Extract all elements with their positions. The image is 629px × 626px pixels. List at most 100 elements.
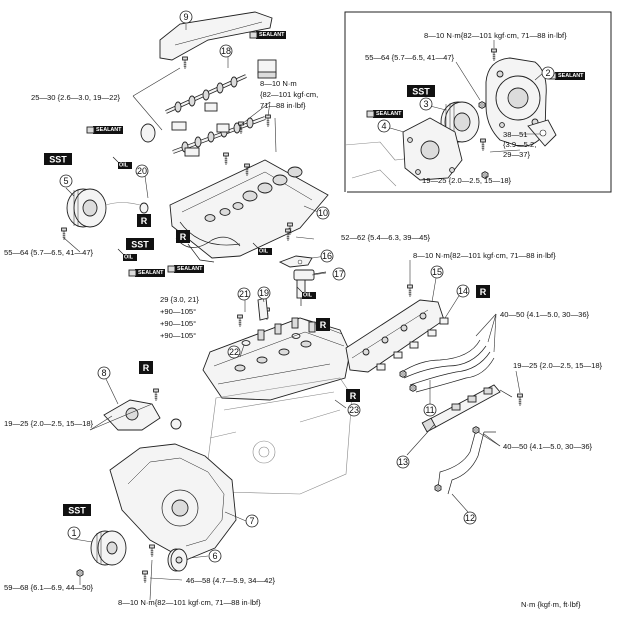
head-gasket-seal	[175, 236, 241, 263]
sst-badge-inset: SST	[407, 85, 435, 97]
callout-6: 6	[208, 549, 222, 563]
svg-text:5: 5	[63, 176, 68, 186]
oil-can-icon: OIL	[117, 248, 137, 261]
sealant-oil-tags: SEALANT SEALANT SEALANT SEALANT SEALANT …	[86, 31, 585, 299]
torque-label: 46—58 {4.7—5.9, 34—42}	[186, 576, 276, 585]
svg-text:4: 4	[381, 121, 386, 131]
svg-text:R: R	[141, 216, 148, 226]
inset-pump-body	[402, 117, 463, 181]
callout-11: 11	[423, 403, 437, 417]
sst-badge-center: SST	[126, 238, 154, 250]
badges: SST SST R SST R R R R	[44, 85, 490, 516]
svg-text:6: 6	[212, 551, 217, 561]
sst-badge-upper-left: SST	[44, 153, 72, 165]
svg-text:SEALANT: SEALANT	[558, 73, 584, 79]
torque-label: 8—10 N·m{82—101 kgf·cm, 71—88 in·lbf}	[413, 251, 556, 260]
camshaft-assembly	[140, 59, 277, 157]
svg-text:18: 18	[221, 46, 231, 56]
intake-manifold-15	[345, 299, 445, 373]
svg-text:10: 10	[318, 208, 328, 218]
camshaft-pulley-5	[66, 188, 149, 228]
torque-label: 55—64 {5.7—6.5, 41—47}	[365, 53, 455, 62]
svg-text:11: 11	[425, 405, 434, 415]
svg-text:13: 13	[398, 457, 408, 467]
svg-text:14: 14	[458, 286, 468, 296]
torque-label: +90—105°	[160, 307, 196, 316]
oil-can-icon: OIL	[112, 156, 132, 169]
r-badge-head-seal: R	[176, 230, 190, 243]
callout-2: 2	[541, 66, 555, 80]
svg-text:15: 15	[432, 267, 442, 277]
svg-text:R: R	[180, 232, 187, 242]
svg-text:R: R	[143, 363, 150, 373]
callout-20: 20	[135, 164, 149, 178]
svg-text:SEALANT: SEALANT	[376, 111, 402, 117]
svg-text:SST: SST	[49, 155, 67, 165]
torque-labels: 25—30 {2.6—3.0, 19—22} 8—10 N·m {82—101 …	[4, 31, 603, 609]
part-callouts: 1 2 3 4 5 6 7 8 9 10 11 12 13 14 15 16 1…	[59, 10, 555, 563]
svg-text:21: 21	[239, 289, 249, 299]
r-badge-20: R	[137, 214, 151, 227]
callout-12: 12	[463, 511, 477, 525]
torque-label: {82—101 kgf·cm,	[260, 90, 318, 99]
leader-lines	[63, 24, 544, 601]
sealant-tube-icon: SEALANT	[249, 31, 286, 39]
oil-can-icon: OIL	[252, 242, 272, 255]
svg-text:2: 2	[545, 68, 550, 78]
callout-5: 5	[59, 174, 73, 188]
svg-text:OIL: OIL	[303, 293, 313, 299]
sealant-tube-icon: SEALANT	[86, 126, 123, 134]
r-badge-14: R	[476, 285, 490, 298]
callout-15: 15	[430, 265, 444, 279]
sealant-tube-icon: SEALANT	[548, 72, 585, 80]
torque-label: 59—68 {6.1—6.9, 44—50}	[4, 583, 94, 592]
units-note: N·m {kgf·m, ft·lbf}	[521, 600, 581, 609]
svg-text:OIL: OIL	[119, 163, 129, 169]
svg-text:OIL: OIL	[259, 249, 269, 255]
torque-label: 19—25 {2.0—2.5, 15—18}	[4, 419, 94, 428]
sealant-tube-icon: SEALANT	[366, 110, 403, 118]
svg-text:22: 22	[229, 347, 239, 357]
callout-22: 22	[227, 345, 241, 359]
svg-text:20: 20	[137, 166, 147, 176]
svg-text:19: 19	[259, 288, 269, 298]
torque-label: 55—64 {5.7—6.5, 41—47}	[4, 248, 94, 257]
svg-text:9: 9	[183, 12, 188, 22]
svg-text:SEALANT: SEALANT	[96, 127, 122, 133]
svg-text:R: R	[480, 287, 487, 297]
callout-21: 21	[237, 287, 251, 301]
sealant-tube-icon: SEALANT	[128, 269, 165, 277]
svg-text:SST: SST	[412, 87, 430, 97]
svg-text:SEALANT: SEALANT	[259, 32, 285, 38]
svg-text:R: R	[320, 320, 327, 330]
callout-13: 13	[396, 455, 410, 469]
torque-label: +90—105°	[160, 319, 196, 328]
idler-pulley-6	[167, 548, 188, 572]
torque-label: 19—25 {2.0—2.5, 15—18}	[422, 176, 512, 185]
svg-text:23: 23	[349, 405, 359, 415]
callout-7: 7	[245, 514, 259, 528]
callout-16: 16	[320, 249, 334, 263]
torque-label: 52—62 {5.4—6.3, 39—45}	[341, 233, 431, 242]
callout-10: 10	[316, 206, 330, 220]
crankshaft-pulley-1	[90, 530, 127, 566]
callout-14: 14	[456, 284, 470, 298]
fuel-pipes-12	[434, 426, 496, 495]
svg-text:SST: SST	[131, 240, 149, 250]
injection-pipes-11	[399, 339, 495, 393]
svg-text:12: 12	[465, 513, 475, 523]
sst-badge-lower: SST	[63, 504, 91, 516]
svg-text:16: 16	[322, 251, 332, 261]
callout-4: 4	[377, 119, 391, 133]
svg-text:1: 1	[71, 528, 76, 538]
torque-label: {3.9—5.2,	[503, 140, 536, 149]
timing-belt-tensioner-8	[103, 399, 182, 431]
injection-seals-14	[376, 317, 449, 371]
torque-label: 8—10 N·m{82—101 kgf·cm, 71—88 in·lbf}	[118, 598, 261, 607]
callout-9: 9	[179, 10, 193, 24]
torque-label: 71—88 in·lbf}	[260, 101, 306, 110]
oil-can-icon: OIL	[296, 286, 316, 299]
r-badge-23: R	[346, 389, 360, 402]
sealant-tube-icon: SEALANT	[167, 265, 204, 273]
